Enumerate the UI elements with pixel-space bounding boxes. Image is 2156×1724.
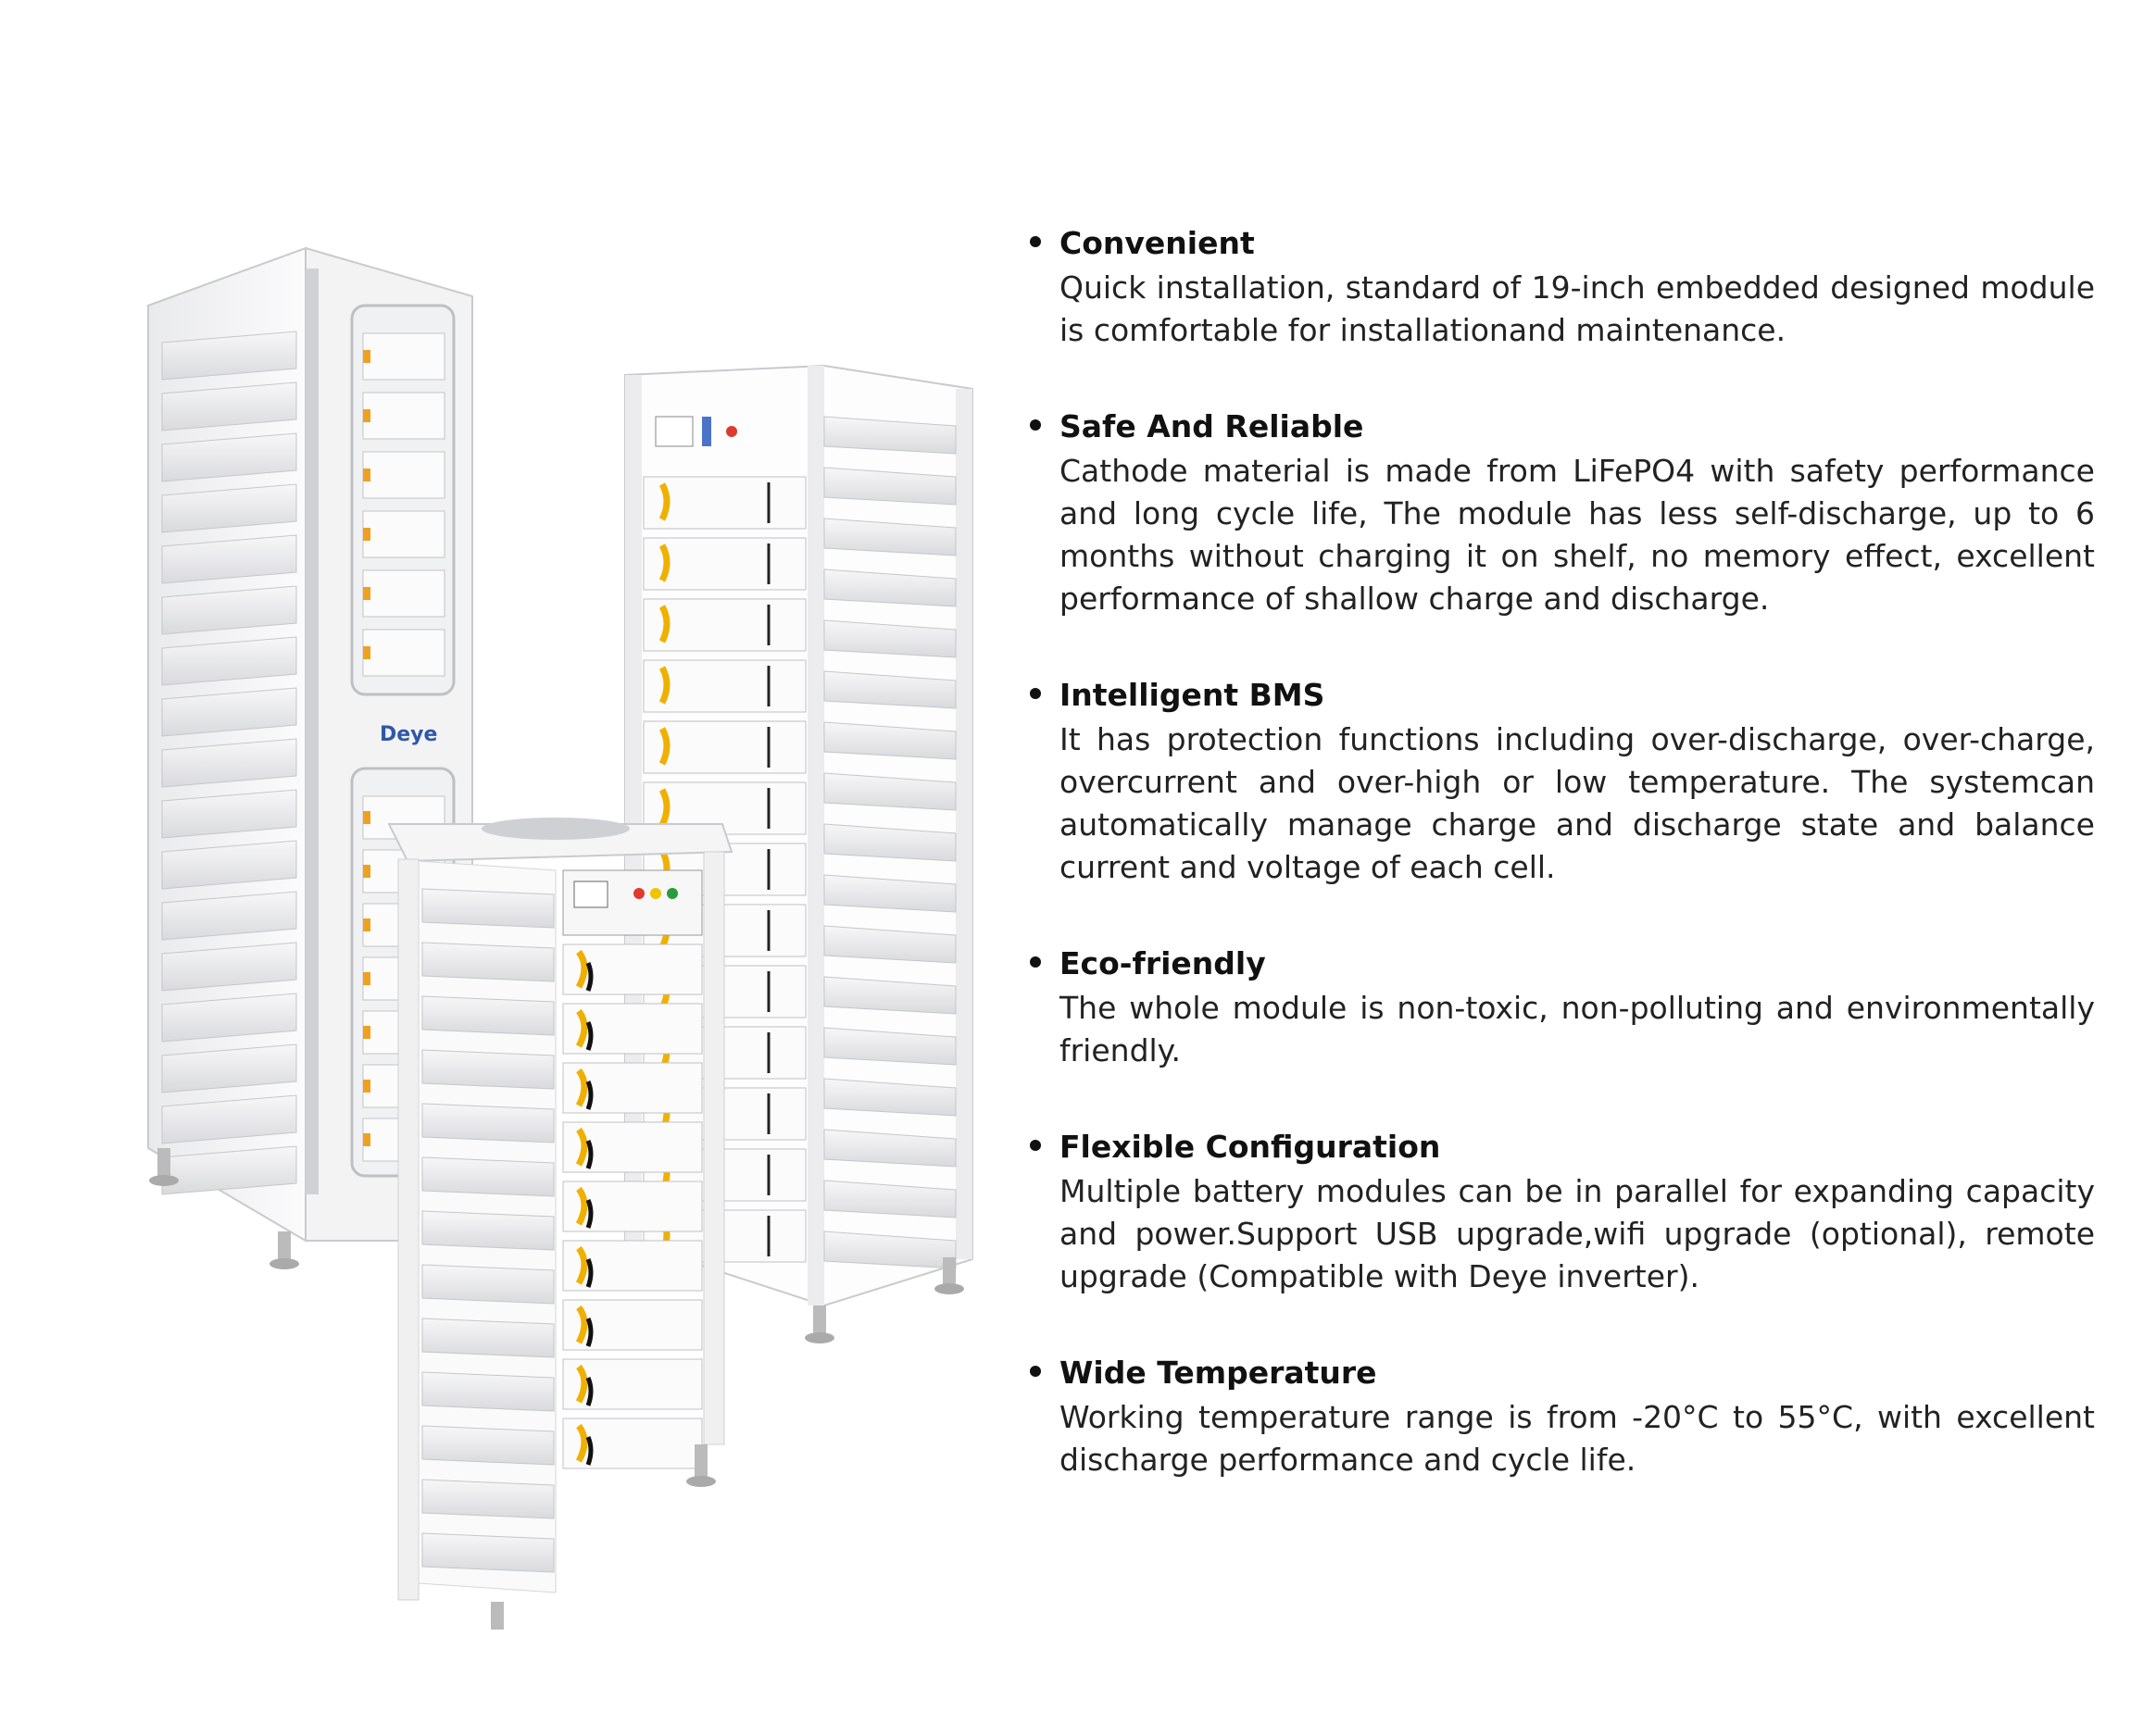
feature-item-intelligent-bms: Intelligent BMS It has protection functi… — [1030, 674, 2095, 889]
feature-item-safe-and-reliable: Safe And Reliable Cathode material is ma… — [1030, 406, 2095, 620]
feature-title: Flexible Configuration — [1059, 1129, 1441, 1165]
feature-list: Convenient Quick installation, standard … — [1030, 222, 2095, 1535]
feature-description: Working temperature range is from -20°C … — [1059, 1399, 2095, 1478]
feature-item-wide-temperature: Wide Temperature Working temperature ran… — [1030, 1352, 2095, 1481]
feature-title: Convenient — [1059, 225, 1255, 261]
feature-item-flexible-configuration: Flexible Configuration Multiple battery … — [1030, 1126, 2095, 1298]
feature-title: Wide Temperature — [1059, 1355, 1377, 1391]
feature-title: Safe And Reliable — [1059, 408, 1364, 444]
short-rack-front — [387, 818, 733, 1644]
bullet-icon — [1030, 956, 1041, 968]
feature-description: It has protection functions including ov… — [1059, 721, 2095, 885]
bullet-icon — [1030, 688, 1041, 699]
feature-title: Intelligent BMS — [1059, 677, 1325, 713]
brand-label: Deye — [380, 723, 437, 746]
feature-description: Multiple battery modules can be in paral… — [1059, 1173, 2095, 1294]
feature-description: The whole module is non-toxic, non-pollu… — [1059, 990, 2095, 1068]
battery-racks-illustration: Deye — [120, 222, 1009, 1644]
bullet-icon — [1030, 236, 1041, 247]
feature-title: Eco-friendly — [1059, 945, 1266, 981]
bullet-icon — [1030, 419, 1041, 431]
bullet-icon — [1030, 1366, 1041, 1377]
feature-description: Cathode material is made from LiFePO4 wi… — [1059, 453, 2095, 617]
feature-item-convenient: Convenient Quick installation, standard … — [1030, 222, 2095, 352]
feature-item-eco-friendly: Eco-friendly The whole module is non-tox… — [1030, 943, 2095, 1072]
bullet-icon — [1030, 1140, 1041, 1151]
feature-description: Quick installation, standard of 19-inch … — [1059, 269, 2095, 348]
